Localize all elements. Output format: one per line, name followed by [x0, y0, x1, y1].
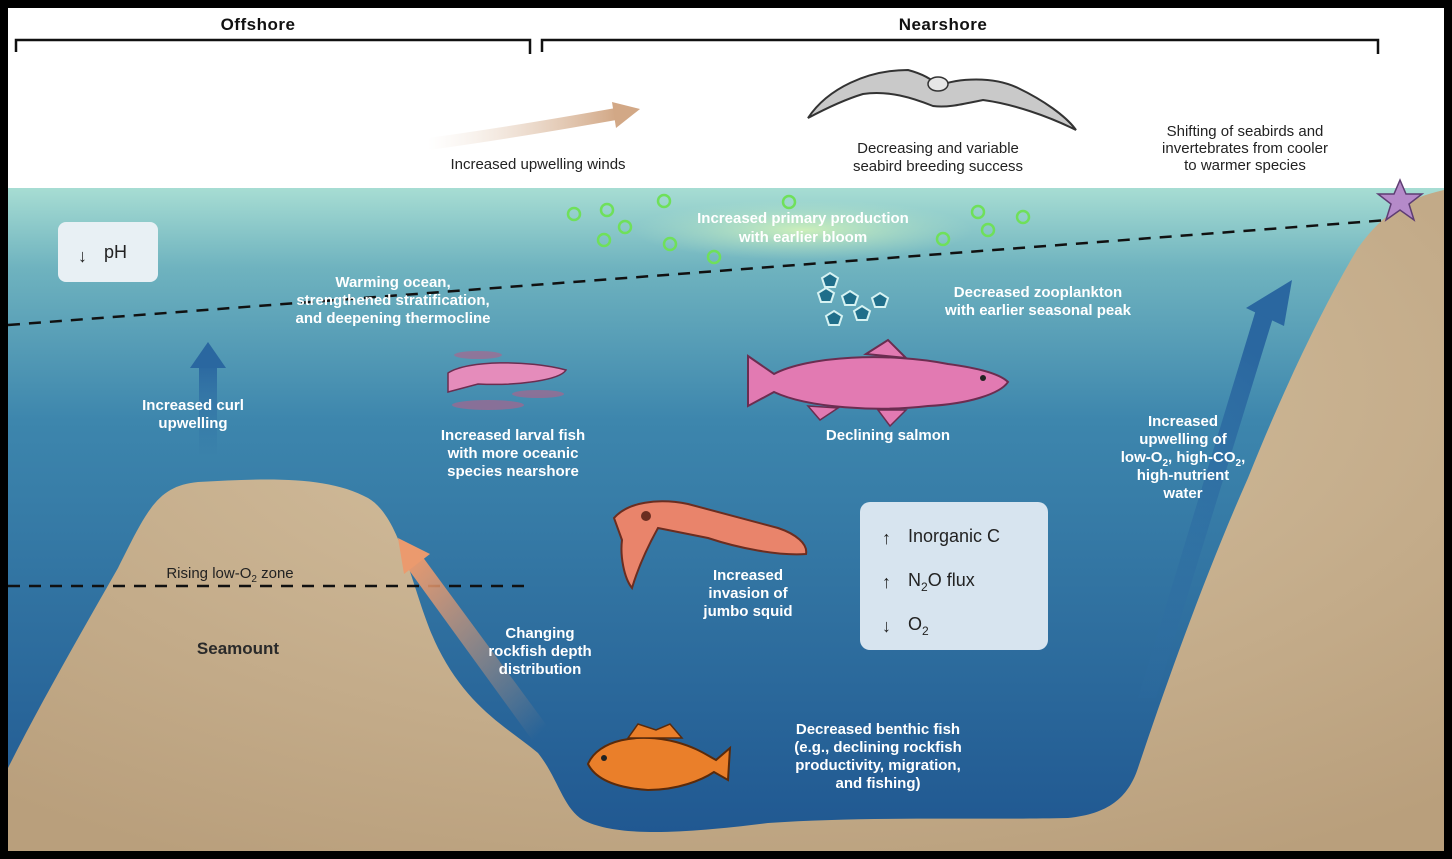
- wind-arrow: [428, 102, 640, 144]
- squid-label-3: jumbo squid: [702, 603, 792, 620]
- rockfish-label-3: distribution: [499, 661, 582, 678]
- upwelling-label-2: upwelling of: [1139, 431, 1227, 448]
- ocean-diagram: Offshore Nearshore Increased upwelling w…: [8, 8, 1444, 851]
- n2o-arrow: ↑: [882, 572, 891, 592]
- primary-label-2: with earlier bloom: [738, 229, 867, 246]
- salmon-label: Declining salmon: [826, 427, 950, 444]
- nearshore-bracket: [542, 40, 1378, 54]
- nearshore-label: Nearshore: [899, 15, 988, 34]
- inorganic-c-arrow: ↑: [882, 528, 891, 548]
- shift-label-3: to warmer species: [1184, 157, 1306, 174]
- larval-label-3: species nearshore: [447, 463, 579, 480]
- offshore-label: Offshore: [221, 15, 296, 34]
- warming-label-2: strengthened stratification,: [296, 292, 489, 309]
- offshore-bracket: [16, 40, 530, 54]
- ph-label: pH: [104, 242, 127, 262]
- seabird-label-2: seabird breeding success: [853, 158, 1023, 175]
- inorganic-c-label: Inorganic C: [908, 526, 1000, 546]
- zoo-label-1: Decreased zooplankton: [954, 284, 1122, 301]
- ph-arrow: ↓: [78, 246, 87, 266]
- benthic-label-4: and fishing): [836, 775, 921, 792]
- rockfish-label-2: rockfish depth: [488, 643, 591, 660]
- benthic-label-2: (e.g., declining rockfish: [794, 739, 962, 756]
- shift-label-1: Shifting of seabirds and: [1167, 123, 1324, 140]
- primary-label-1: Increased primary production: [697, 210, 909, 227]
- squid-label-2: invasion of: [708, 585, 788, 602]
- upwelling-label-4: high-nutrient: [1137, 467, 1229, 484]
- squid-label-1: Increased: [713, 567, 783, 584]
- larval-label-1: Increased larval fish: [441, 427, 585, 444]
- curl-label-1: Increased curl: [142, 397, 244, 414]
- larval-label-2: with more oceanic: [447, 445, 579, 462]
- diagram-frame: Offshore Nearshore Increased upwelling w…: [8, 8, 1444, 851]
- winds-label: Increased upwelling winds: [450, 156, 625, 173]
- shift-label-2: invertebrates from cooler: [1162, 140, 1328, 157]
- zoo-label-2: with earlier seasonal peak: [944, 302, 1132, 319]
- seabird-icon: [808, 70, 1076, 130]
- ph-box: ↓ pH: [58, 222, 158, 282]
- chemistry-box: ↑ Inorganic C ↑ N2O flux ↓ O2: [860, 502, 1048, 650]
- benthic-label-1: Decreased benthic fish: [796, 721, 960, 738]
- rockfish-label-1: Changing: [505, 625, 574, 642]
- o2-arrow: ↓: [882, 616, 891, 636]
- seabird-label-1: Decreasing and variable: [857, 140, 1019, 157]
- upwelling-label-1: Increased: [1148, 413, 1218, 430]
- curl-label-2: upwelling: [158, 415, 227, 432]
- warming-label-3: and deepening thermocline: [295, 310, 490, 327]
- seamount-label: Seamount: [197, 639, 280, 658]
- benthic-label-3: productivity, migration,: [795, 757, 961, 774]
- upwelling-label-5: water: [1162, 485, 1202, 502]
- warming-label-1: Warming ocean,: [335, 274, 450, 291]
